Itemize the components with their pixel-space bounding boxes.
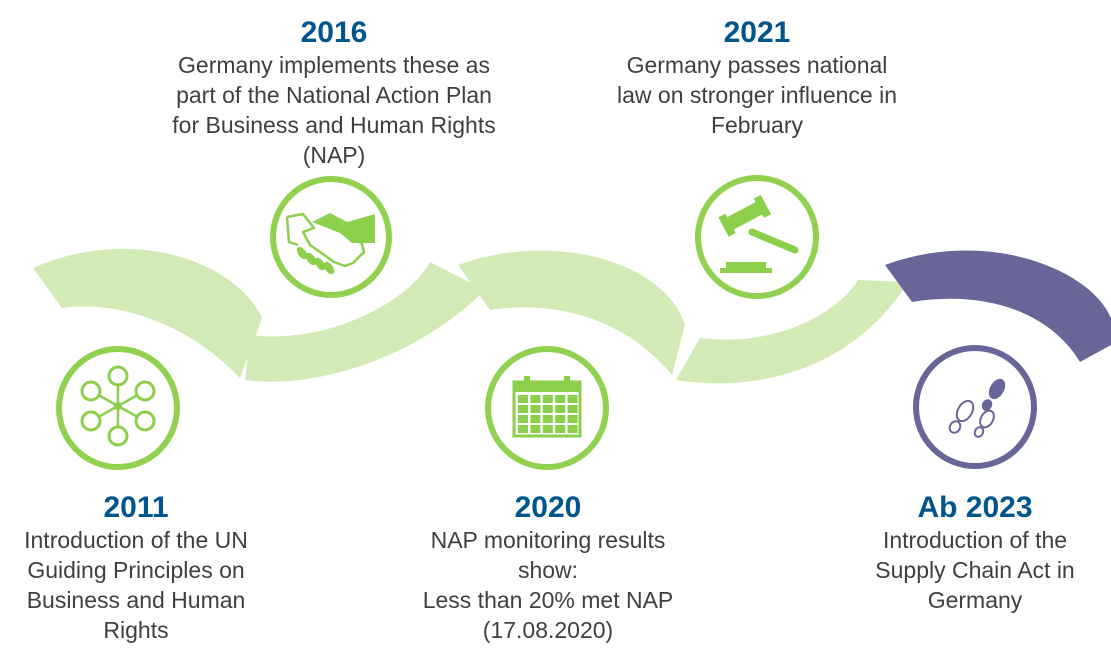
milestone-2016-text: 2016 Germany implements these as part of… [150,16,518,170]
description-line: Guiding Principles on [27,557,245,583]
calendar-cell [542,395,553,403]
description-line: NAP monitoring results [430,527,666,553]
calendar-cell [555,415,566,423]
milestone-2020-icon-group [485,346,609,470]
description-line: Germany [927,587,1023,613]
footprints-icon [948,378,1006,438]
milestone-2023-text: Ab 2023 Introduction of the Supply Chain… [845,491,1105,615]
milestone-description: Introduction of the Supply Chain Act in … [845,525,1105,615]
description-line: Germany implements these as [178,52,490,78]
milestone-description: Germany passes national law on stronger … [592,50,922,140]
gavel-icon [718,194,799,273]
milestone-2011-icon-group [56,346,180,470]
description-line: (NAP) [302,142,366,168]
calendar-cell [530,395,541,403]
milestone-description: Introduction of the UN Guiding Principle… [0,525,272,645]
description-line: show: [517,557,579,583]
milestone-2011-text: 2011 Introduction of the UN Guiding Prin… [0,491,272,645]
milestone-2021-text: 2021 Germany passes national law on stro… [592,16,922,140]
milestone-year: 2016 [300,16,368,49]
description-line: Business and Human [26,587,246,613]
calendar-cell [542,425,553,433]
network-icon [80,365,156,447]
milestone-year: 2020 [514,491,582,524]
milestone-description: Germany implements these as part of the … [150,50,518,170]
milestone-year: Ab 2023 [917,491,1033,524]
milestone-year: 2021 [723,16,791,49]
timeline-band-segment [33,248,262,378]
calendar-cell [542,405,553,413]
timeline-band-segment [676,280,908,384]
description-line: Less than 20% met NAP [422,587,674,613]
calendar-cell [518,395,528,403]
timeline-band-segment-final [885,250,1111,362]
description-line: Rights [103,617,169,643]
description-line: Supply Chain Act in [875,557,1075,583]
milestone-2021-icon-group [695,175,819,299]
description-line: for Business and Human Rights [172,112,496,138]
milestone-2023-ring [913,345,1037,469]
calendar-cell [530,415,541,423]
calendar-cell [530,425,541,433]
handshake-icon [285,212,375,275]
description-line: law on stronger influence in [617,82,897,108]
milestone-year: 2011 [103,491,169,524]
calendar-cell [518,405,528,413]
milestone-2020-text: 2020 NAP monitoring results show: Less t… [387,491,709,645]
timeline-band-segment [245,262,485,382]
calendar-cell [518,415,528,423]
calendar-icon [512,376,582,438]
milestone-2016-ring [270,176,392,298]
calendar-cell [555,425,566,433]
milestone-2016-icon-group [270,176,392,298]
description-line: February [710,112,804,138]
timeline-band-segment [458,250,685,375]
description-line: Germany passes national [626,52,888,78]
milestone-2023-icon-group [913,345,1037,469]
milestone-description: NAP monitoring results show: Less than 2… [387,525,709,645]
description-line: Introduction of the [882,527,1068,553]
calendar-cell [567,425,578,433]
calendar-cell [542,415,553,423]
description-line: (17.08.2020) [482,617,614,643]
description-line: part of the National Action Plan [176,82,492,108]
calendar-cell [555,395,566,403]
calendar-cell [567,395,578,403]
calendar-cell [567,415,578,423]
description-line: Introduction of the UN [24,527,248,553]
calendar-cell [555,405,566,413]
calendar-cell [530,405,541,413]
calendar-cell [518,425,528,433]
calendar-cell [567,405,578,413]
